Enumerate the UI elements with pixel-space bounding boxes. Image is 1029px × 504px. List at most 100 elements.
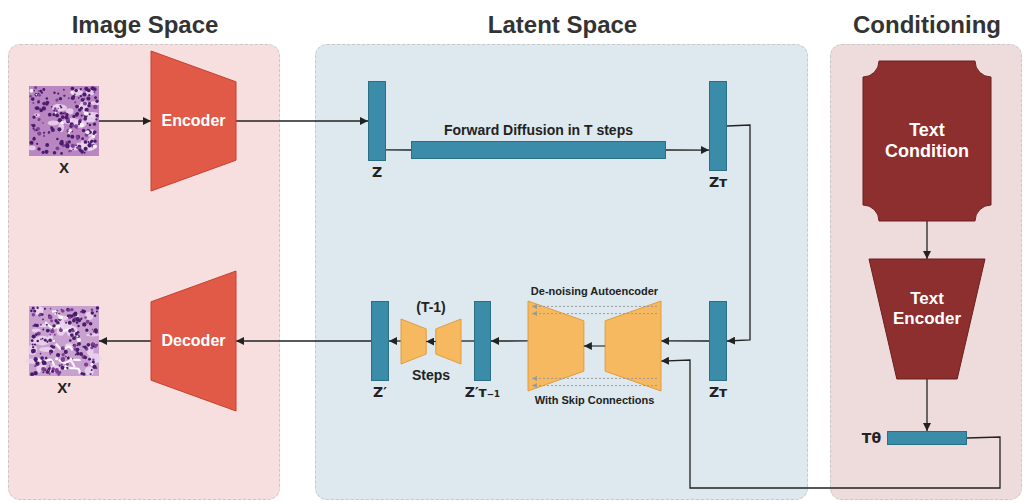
diffusion-bar: Forward Diffusion in T steps — [411, 141, 666, 159]
tissue-nucleus — [32, 124, 36, 128]
tissue-nucleus — [93, 91, 95, 93]
tissue-nucleus — [72, 329, 75, 332]
vector-bar — [369, 82, 386, 161]
tissue-nucleus — [83, 117, 87, 121]
tissue-gap — [92, 135, 95, 138]
latent-vector: Z′ — [371, 301, 389, 381]
space-panel: ZForward Diffusion in T stepsZᴛZ′(T-1)St… — [315, 44, 808, 500]
tissue-nucleus — [31, 339, 34, 342]
tissue-nucleus — [55, 109, 58, 112]
tissue-nucleus — [66, 113, 69, 116]
tissue-nucleus — [59, 328, 63, 332]
tissue-nucleus — [67, 314, 70, 317]
tissue-nucleus — [88, 358, 91, 361]
tissue-nucleus — [89, 124, 91, 126]
tissue-nucleus — [46, 329, 50, 333]
tissue-nucleus — [35, 333, 38, 336]
tissue-nucleus — [81, 115, 83, 117]
tissue-nucleus — [76, 112, 79, 115]
input-image: X — [29, 86, 99, 156]
tissue-nucleus — [44, 308, 46, 310]
tissue-nucleus — [63, 95, 65, 97]
tissue-nucleus — [51, 370, 54, 373]
tissue-nucleus — [61, 358, 65, 362]
tissue-nucleus — [56, 138, 58, 140]
tissue-nucleus — [85, 329, 88, 332]
tissue-nucleus — [71, 144, 75, 148]
tissue-nucleus — [75, 105, 79, 109]
latent-label: Z′ᴛ₋₁ — [465, 384, 500, 400]
tissue-nucleus — [42, 319, 44, 321]
tissue-nucleus — [56, 100, 57, 101]
tissue-nucleus — [34, 360, 37, 363]
tissue-nucleus — [64, 350, 68, 354]
tissue-nucleus — [49, 353, 51, 355]
tissue-nucleus — [48, 339, 51, 342]
tissue-nucleus — [68, 97, 70, 99]
skip-connection — [532, 306, 657, 307]
tissue-nucleus — [71, 131, 72, 132]
tissue-nucleus — [61, 346, 65, 350]
bottleneck-arrow — [584, 345, 605, 346]
tissue-gap — [36, 94, 38, 96]
autoencoder-half — [401, 319, 426, 364]
vector-bar — [412, 142, 666, 159]
tissue-nucleus — [38, 94, 41, 97]
tissue-gap — [53, 340, 55, 342]
autoencoder-label: With Skip Connections — [535, 394, 655, 407]
tissue-nucleus — [41, 313, 44, 316]
tissue-nucleus — [35, 106, 38, 109]
tissue-nucleus — [33, 371, 37, 375]
input-image-shape — [29, 86, 99, 156]
tissue-nucleus — [56, 321, 59, 324]
tissue-nucleus — [49, 349, 53, 353]
tissue-nucleus — [76, 335, 80, 339]
tissue-nucleus — [78, 97, 80, 99]
tissue-nucleus — [70, 308, 73, 311]
tissue-nucleus — [72, 149, 73, 150]
step-label: (T-1) — [416, 299, 446, 315]
gland-lumen — [65, 366, 80, 374]
tissue-nucleus — [32, 346, 34, 348]
tissue-nucleus — [87, 104, 90, 107]
flow-arrow — [99, 120, 151, 121]
tissue-nucleus — [50, 320, 53, 323]
denoising-autoencoder-shape — [528, 301, 661, 391]
tissue-nucleus — [94, 96, 97, 99]
tissue-nucleus — [29, 141, 33, 145]
tissue-nucleus — [93, 123, 96, 126]
condition-box: Text Condition — [863, 61, 991, 221]
tissue-nucleus — [70, 135, 74, 139]
tissue-nucleus — [42, 88, 45, 91]
tissue-nucleus — [48, 367, 51, 370]
tissue-gap — [57, 314, 59, 316]
tissue-nucleus — [77, 342, 81, 346]
tissue-stroma — [86, 333, 100, 336]
tissue-nucleus — [77, 325, 79, 327]
tissue-nucleus — [43, 132, 45, 134]
latent-vector-shape — [474, 301, 491, 381]
tissue-nucleus — [32, 307, 35, 310]
step-autoencoder-shape — [401, 319, 461, 364]
latent-label: Zᴛ — [709, 384, 727, 400]
encoder-block: Encoder — [151, 51, 236, 191]
tissue-nucleus — [35, 106, 39, 110]
tissue-nucleus — [74, 93, 76, 95]
flow-arrow — [926, 221, 927, 259]
tissue-nucleus — [46, 324, 48, 326]
tissue-gap — [86, 130, 90, 134]
tissue-stroma — [28, 344, 38, 355]
tissue-nucleus — [33, 309, 36, 312]
tissue-nucleus — [76, 105, 79, 108]
tissue-nucleus — [75, 317, 79, 321]
autoencoder-half — [528, 301, 584, 391]
tissue-nucleus — [42, 371, 44, 373]
tissue-nucleus — [32, 102, 34, 104]
tissue-nucleus — [63, 89, 65, 91]
gland-lumen — [56, 344, 73, 351]
tissue-nucleus — [61, 115, 65, 119]
tissue-nucleus — [91, 308, 94, 311]
tissue-nucleus — [55, 368, 59, 372]
tissue-stroma — [52, 104, 67, 111]
tissue-nucleus — [65, 322, 67, 324]
